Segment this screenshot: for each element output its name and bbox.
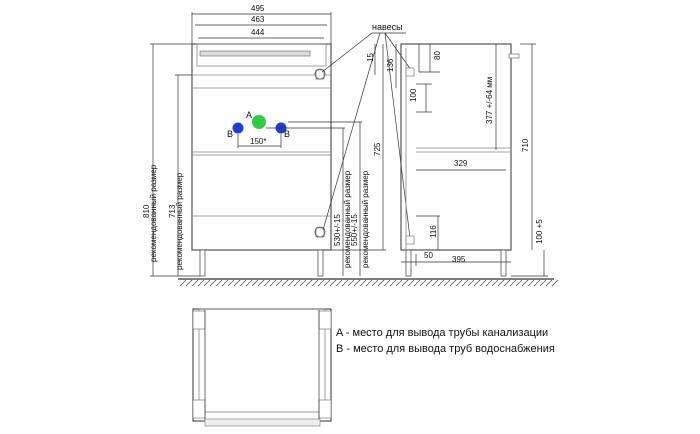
drawer-front xyxy=(196,43,327,67)
width-drawer-dimension: 444 xyxy=(251,28,265,37)
side-view: 80 136 100 377 +/-64 мм 329 710 116 100 … xyxy=(386,43,548,277)
cabinet-side-body xyxy=(400,43,512,251)
pipe-height-2-dimension: 550+/-15 xyxy=(350,214,359,246)
height-recommended-dimension: 713 xyxy=(168,204,177,218)
shelf-depth-dimension: 329 xyxy=(454,159,468,168)
pipe-b-label-left: B xyxy=(227,129,233,139)
legend-b: B - место для вывода труб водоснабжения xyxy=(336,343,555,355)
recommended-label-2: рекомендованный размер xyxy=(175,172,184,270)
top-hinge-left xyxy=(192,310,206,330)
inner-height-dimension: 100 xyxy=(409,88,418,102)
top-view-handle xyxy=(204,418,321,427)
body-height-dimension: 725 xyxy=(373,142,382,156)
side-handle-icon xyxy=(508,53,520,59)
top-hinge-right-bottom xyxy=(318,399,332,419)
recommended-label-3: рекомендованный размер xyxy=(343,170,352,268)
hinge-bottom-icon xyxy=(314,226,326,238)
side-hinge-bottom-icon xyxy=(405,235,415,245)
pipe-a-drain-marker xyxy=(252,115,266,129)
cabinet-top-inner xyxy=(198,308,326,413)
leg-left xyxy=(199,249,206,277)
front-view: A B B 150* 495 463 444 навесы 15 810 рек… xyxy=(142,4,412,277)
legend-a: A - место для вывода трубы канализации xyxy=(336,327,548,339)
side-leg-left xyxy=(405,249,412,277)
pipe-height-1-dimension: 530+/-15 xyxy=(333,214,342,246)
pipe-b-label-right: B xyxy=(284,129,290,139)
bottom-depth-dimension: 395 xyxy=(452,255,466,264)
height-total-dimension: 810 xyxy=(142,204,151,218)
width-total-dimension: 495 xyxy=(251,4,265,13)
recommended-label-4: рекомендованный размер xyxy=(361,170,370,268)
pipe-b-left-marker xyxy=(232,122,244,134)
side-hinge-top-icon xyxy=(405,67,415,77)
floor-hatch xyxy=(178,278,559,287)
side-leg-right xyxy=(500,249,507,277)
width-inner-dimension: 463 xyxy=(251,15,265,24)
side-height-dimension: 710 xyxy=(521,138,530,152)
shelf-height-dimension: 377 +/-64 мм xyxy=(485,77,494,124)
hinges-label: навесы xyxy=(372,22,403,32)
recommended-label-1: рекомендованный размер xyxy=(149,164,158,262)
top-hinge-left-bottom xyxy=(192,399,206,419)
leg-height-dimension: 100 +5 xyxy=(535,219,544,244)
top-depth-dimension: 80 xyxy=(433,51,442,60)
cabinet-top-body xyxy=(192,308,332,422)
top-view xyxy=(192,308,332,427)
top-offset-dimension: 136 xyxy=(386,58,395,72)
pipe-a-label: A xyxy=(246,110,252,120)
top-hinge-right xyxy=(318,310,332,330)
hinge-offset-dimension: 15 xyxy=(366,53,375,62)
pipe-spacing-dimension: 150* xyxy=(250,137,266,146)
bottom-height-dimension: 116 xyxy=(429,225,438,238)
drawer-handle xyxy=(199,50,311,57)
leg-right xyxy=(317,249,324,277)
bottom-offset-dimension: 50 xyxy=(424,251,433,260)
